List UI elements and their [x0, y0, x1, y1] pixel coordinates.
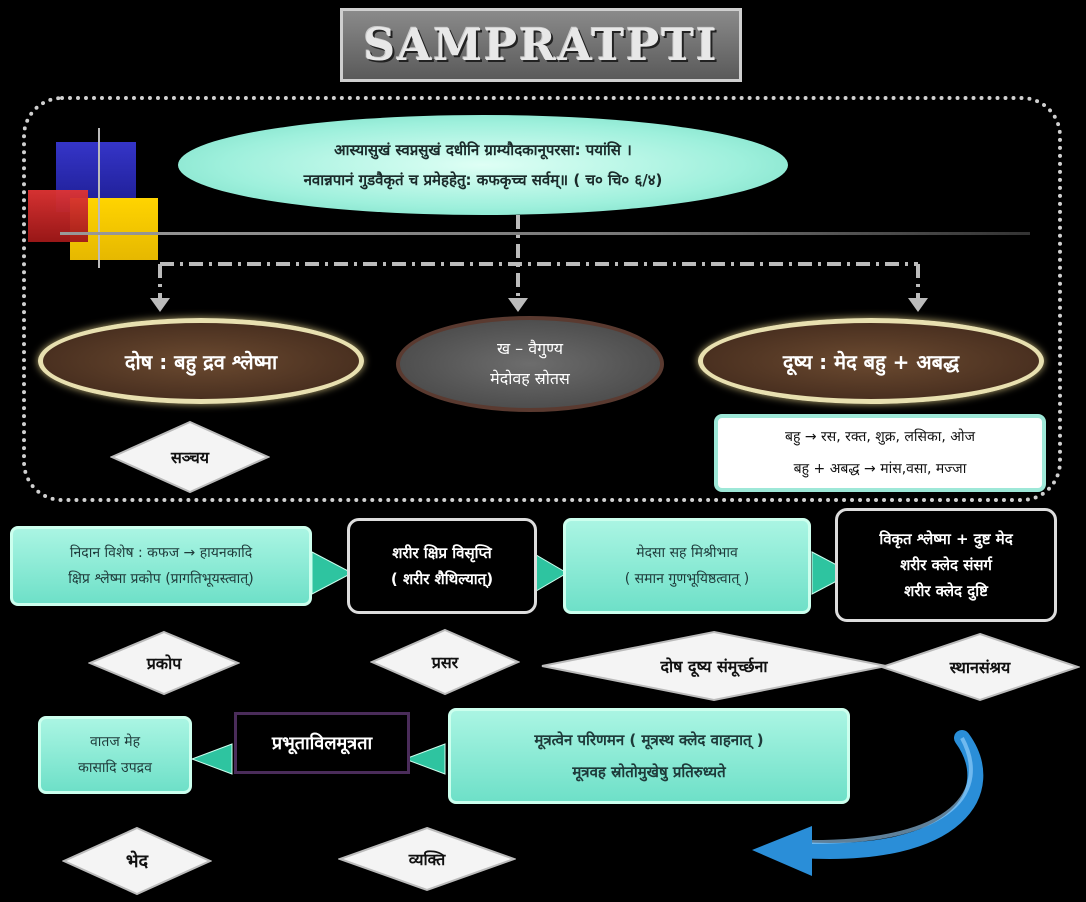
- sharira-box: शरीर क्षिप्र विसृप्ति ( शरीर शैथिल्यात्): [347, 518, 537, 614]
- upper-dotted-frame: [22, 96, 1062, 502]
- dushya-detail-line-1: बहु → रस, रक्त, शुक्र, लसिका, ओज: [784, 429, 975, 445]
- vyakti-diamond: व्यक्ति: [338, 826, 516, 892]
- vyakti-label: व्यक्ति: [408, 850, 446, 869]
- prabhuta-label: प्रभूताविलमूत्रता: [271, 733, 373, 754]
- sanchaya-label: सञ्चय: [170, 448, 210, 467]
- dosha-label: दोष : बहु द्रव श्लेष्मा: [124, 349, 278, 374]
- vataja-line-1: वातज मेह: [89, 734, 141, 750]
- vataja-line-2: कासादि उपद्रव: [78, 760, 152, 776]
- horizontal-rule: [60, 232, 1030, 235]
- dushya-label: दूष्य : मेद बहु + अबद्ध: [782, 349, 960, 374]
- title-banner: SAMPRATPTI: [340, 8, 742, 82]
- samurchhana-label: दोष दूष्य संमूर्च्छना: [660, 657, 768, 676]
- bheda-diamond: भेद: [62, 826, 212, 896]
- prakopa-label: प्रकोप: [146, 654, 182, 673]
- verse-line-1: आस्यासुखं स्वप्नसुखं दधीनि ग्राम्यौदकानू…: [334, 141, 632, 159]
- vikrita-line-3: शरीर क्लेद दुष्टि: [904, 582, 988, 600]
- vikrita-line-2: शरीर क्लेद संसर्ग: [900, 556, 992, 574]
- sthanasamshraya-label: स्थानसंश्रय: [949, 658, 1011, 677]
- samurchhana-diamond: दोष दूष्य संमूर्च्छना: [540, 630, 888, 702]
- mutratvena-line-1: मूत्रत्वेन परिणमन ( मूत्रस्थ क्लेद वाहना…: [534, 731, 764, 749]
- bheda-label: भेद: [125, 851, 149, 872]
- nidana-box: निदान विशेष : कफज → हायनकादि क्षिप्र श्ल…: [10, 526, 312, 606]
- khavaigunya-line-1: ख – वैगुण्य: [496, 339, 564, 358]
- prasara-diamond: प्रसर: [370, 628, 520, 696]
- verse-line-2: नवान्नपानं गुडवैकृतं च प्रमेहहेतु: कफकृच…: [303, 171, 663, 189]
- medasa-box: मेदसा सह मिश्रीभाव ( समान गुणभूयिष्ठत्वा…: [563, 518, 811, 614]
- prakopa-diamond: प्रकोप: [88, 630, 240, 696]
- khavaigunya-oval: ख – वैगुण्य मेदोवह स्रोतस: [396, 316, 664, 412]
- prabhuta-box: प्रभूताविलमूत्रता: [234, 712, 410, 774]
- vikrita-line-1: विकृत श्लेष्मा + दुष्ट मेद: [879, 530, 1013, 548]
- dushya-detail-box: बहु → रस, रक्त, शुक्र, लसिका, ओज बहु + अ…: [714, 414, 1046, 492]
- sharira-line-2: ( शरीर शैथिल्यात्): [390, 570, 494, 588]
- sthanasamshraya-diamond: स्थानसंश्रय: [880, 632, 1080, 702]
- mutratvena-line-2: मूत्रवह स्रोतोमुखेषु प्रतिरुध्यते: [572, 763, 726, 781]
- khavaigunya-line-2: मेदोवह स्रोतस: [490, 369, 570, 388]
- vataja-box: वातज मेह कासादि उपद्रव: [38, 716, 192, 794]
- medasa-line-2: ( समान गुणभूयिष्ठत्वात् ): [624, 571, 750, 587]
- prasara-label: प्रसर: [431, 653, 459, 672]
- page-title: SAMPRATPTI: [363, 19, 719, 71]
- verse-ellipse: आस्यासुखं स्वप्नसुखं दधीनि ग्राम्यौदकानू…: [178, 115, 788, 215]
- nidana-line-2: क्षिप्र श्लेष्मा प्रकोप (प्रागतिभूयस्त्व…: [68, 571, 254, 587]
- sanchaya-diamond: सञ्चय: [110, 420, 270, 494]
- nidana-line-1: निदान विशेष : कफज → हायनकादि: [69, 545, 253, 561]
- dushya-oval: दूष्य : मेद बहु + अबद्ध: [698, 318, 1044, 404]
- medasa-line-1: मेदसा सह मिश्रीभाव: [636, 545, 738, 561]
- dosha-oval: दोष : बहु द्रव श्लेष्मा: [38, 318, 364, 404]
- mutratvena-box: मूत्रत्वेन परिणमन ( मूत्रस्थ क्लेद वाहना…: [448, 708, 850, 804]
- dushya-detail-line-2: बहु + अबद्ध → मांस,वसा, मज्जा: [793, 461, 967, 477]
- vikrita-box: विकृत श्लेष्मा + दुष्ट मेद शरीर क्लेद सं…: [835, 508, 1057, 622]
- sharira-line-1: शरीर क्षिप्र विसृप्ति: [392, 544, 492, 562]
